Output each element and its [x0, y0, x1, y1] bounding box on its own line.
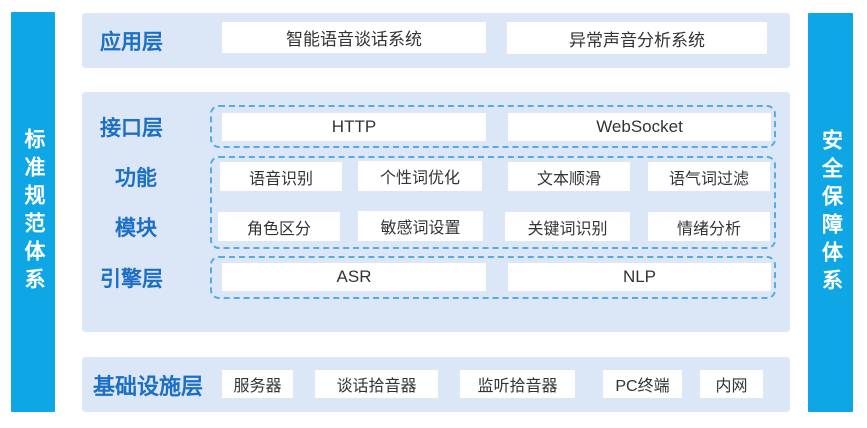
app-box-voice-talk-system: 智能语音谈话系统: [222, 22, 486, 53]
right-pillar-security: 安全保障体系: [808, 13, 853, 412]
infra-box-server: 服务器: [222, 370, 293, 398]
infrastructure-layer-label: 基础设施层: [93, 373, 204, 399]
interface-box-http: HTTP: [222, 113, 486, 141]
function-label: 功能: [115, 167, 157, 190]
engine-layer-label: 引擎层: [100, 267, 163, 291]
infra-box-monitor-pickup: 监听拾音器: [460, 370, 575, 398]
function-box-speech-recognition: 语音识别: [220, 162, 342, 191]
infra-box-conversation-pickup: 谈话拾音器: [315, 370, 438, 398]
app-box-abnormal-sound-system: 异常声音分析系统: [507, 22, 767, 54]
engine-layer-dashed-group: [210, 256, 776, 299]
module-box-sensitive-word-setting: 敏感词设置: [358, 211, 483, 241]
interface-box-websocket: WebSocket: [508, 113, 771, 141]
infra-box-intranet: 内网: [700, 370, 763, 398]
module-box-emotion-analysis: 情绪分析: [648, 212, 770, 241]
engine-box-nlp: NLP: [508, 263, 771, 291]
function-module-dashed-group: [210, 156, 776, 249]
function-box-personal-word-optimization: 个性词优化: [358, 161, 482, 191]
interface-layer-label: 接口层: [100, 116, 163, 140]
left-pillar-standards: 标准规范体系: [11, 12, 55, 412]
function-box-text-smoothing: 文本顺滑: [508, 162, 630, 191]
module-box-keyword-recognition: 关键词识别: [505, 212, 630, 241]
module-label: 模块: [115, 217, 157, 240]
application-layer-label: 应用层: [100, 30, 163, 54]
infra-box-pc-terminal: PC终端: [603, 370, 682, 398]
interface-layer-dashed-group: [210, 105, 776, 148]
module-box-role-separation: 角色区分: [218, 212, 340, 241]
function-box-filler-word-filter: 语气词过滤: [648, 162, 770, 191]
engine-box-asr: ASR: [222, 263, 486, 291]
